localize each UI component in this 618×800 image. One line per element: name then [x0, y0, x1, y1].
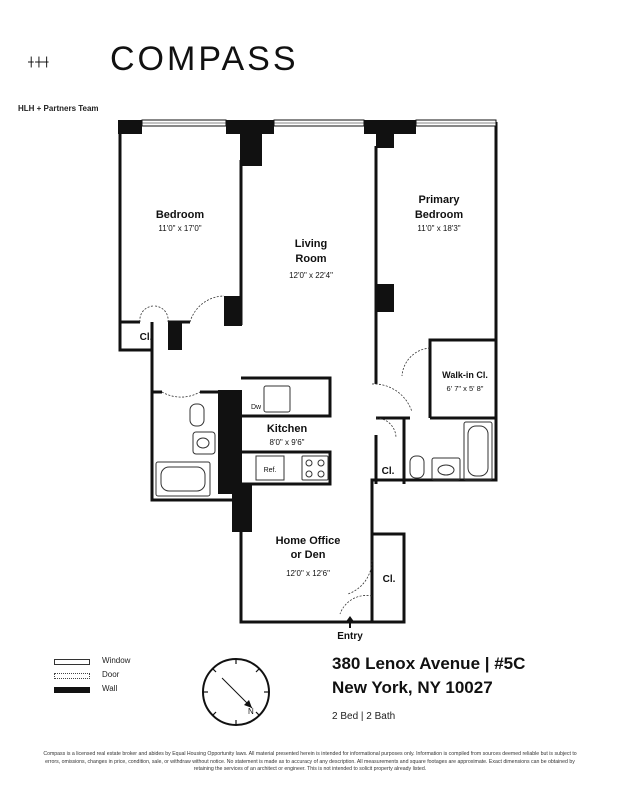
- legend-wall-label: Wall: [102, 684, 118, 693]
- window-swatch: [54, 659, 90, 665]
- fridge-label: Ref.: [264, 467, 277, 474]
- primary-dims: 11'0" x 18'3": [417, 224, 460, 233]
- bedroom-dims: 11'0" x 17'0": [158, 224, 201, 233]
- kitchen-name: Kitchen: [267, 423, 308, 435]
- kitchen-dims: 8'0" x 9'6": [270, 438, 305, 447]
- brand-name: COMPASS: [110, 40, 299, 78]
- beds-baths: 2 Bed | 2 Bath: [332, 711, 396, 722]
- bath-closet-label: Cl.: [382, 466, 395, 477]
- primary-name-1: Primary: [419, 194, 461, 206]
- entry-label: Entry: [337, 631, 363, 642]
- legend-window: Window: [54, 656, 174, 669]
- living-dims: 12'0" x 22'4": [289, 271, 333, 280]
- office-name-1: Home Office: [276, 535, 341, 547]
- legend: Window Door Wall: [54, 656, 174, 697]
- address-line-1: 380 Lenox Avenue | #5C: [332, 654, 526, 673]
- wall-swatch: [54, 687, 90, 693]
- office-dims: 12'0" x 12'6": [286, 569, 330, 578]
- door-swatch: [54, 673, 90, 679]
- bedroom-closet-label: Cl.: [140, 332, 153, 343]
- walkin-name: Walk-in Cl.: [442, 370, 488, 380]
- team-name: HLH + Partners Team: [18, 104, 99, 113]
- primary-name-2: Bedroom: [415, 209, 464, 221]
- office-name-2: or Den: [291, 549, 326, 561]
- legend-window-label: Window: [102, 656, 131, 665]
- walkin-dims: 6' 7" x 5' 8": [447, 384, 484, 393]
- compass-rose-icon: N: [202, 658, 270, 726]
- legend-wall: Wall: [54, 684, 174, 697]
- north-letter: N: [248, 707, 254, 716]
- office-closet-label: Cl.: [383, 574, 396, 585]
- legend-door: Door: [54, 670, 174, 683]
- compass-logo-mark: [28, 56, 49, 68]
- address-line-2: New York, NY 10027: [332, 678, 493, 697]
- bedroom-name: Bedroom: [156, 209, 205, 221]
- living-name-1: Living: [295, 238, 327, 250]
- legend-door-label: Door: [102, 670, 120, 679]
- dishwasher-label: Dw: [251, 404, 262, 411]
- living-name-2: Room: [295, 253, 326, 265]
- disclaimer: Compass is a licensed real estate broker…: [43, 751, 577, 772]
